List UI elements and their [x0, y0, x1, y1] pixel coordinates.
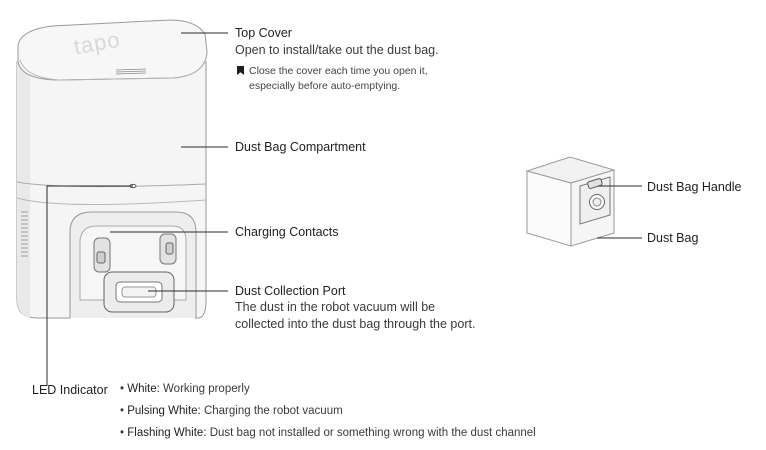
led-state-pulsing-white: • Pulsing White: Charging the robot vacu… [120, 405, 343, 417]
led-state-meaning: Charging the robot vacuum [203, 405, 343, 417]
dust-bag-title: Dust Bag [647, 231, 699, 245]
side-vents [21, 211, 28, 257]
top-cover [17, 19, 208, 81]
led-state-name: Pulsing White: [127, 405, 201, 417]
top-cover-note-line1: Close the cover each time you open it, [249, 65, 428, 77]
top-cover-title: Top Cover [235, 26, 292, 40]
led-state-white: • White: Working properly [120, 383, 250, 395]
led-state-name: White: [127, 383, 160, 395]
led-state-meaning: Working properly [163, 383, 250, 395]
top-cover-desc: Open to install/take out the dust bag. [235, 43, 439, 57]
dust-bag-handle-title: Dust Bag Handle [647, 180, 742, 194]
led-state-flashing-white: • Flashing White: Dust bag not installed… [120, 427, 536, 439]
led-indicator-title: LED Indicator [32, 383, 108, 397]
dust-bag-illustration [525, 156, 616, 247]
led-state-meaning: Dust bag not installed or something wron… [209, 427, 536, 439]
leader-lines [46, 32, 642, 386]
charging-contacts-title: Charging Contacts [235, 225, 339, 239]
leader-led [46, 185, 133, 386]
top-cover-note: Close the cover each time you open it, [237, 64, 428, 79]
bookmark-icon [237, 66, 244, 75]
led-state-name: Flashing White: [127, 427, 207, 439]
dust-bag-compartment-title: Dust Bag Compartment [235, 140, 366, 154]
top-cover-note-line2: especially before auto-emptying. [249, 80, 401, 92]
dust-collection-port-title: Dust Collection Port [235, 284, 346, 298]
docking-station: tapo [16, 19, 208, 319]
station-side-shading [17, 62, 30, 318]
dust-collection-port-desc-line1: The dust in the robot vacuum will be [235, 300, 436, 314]
dust-collection-port-desc-line2: collected into the dust bag through the … [235, 317, 476, 331]
